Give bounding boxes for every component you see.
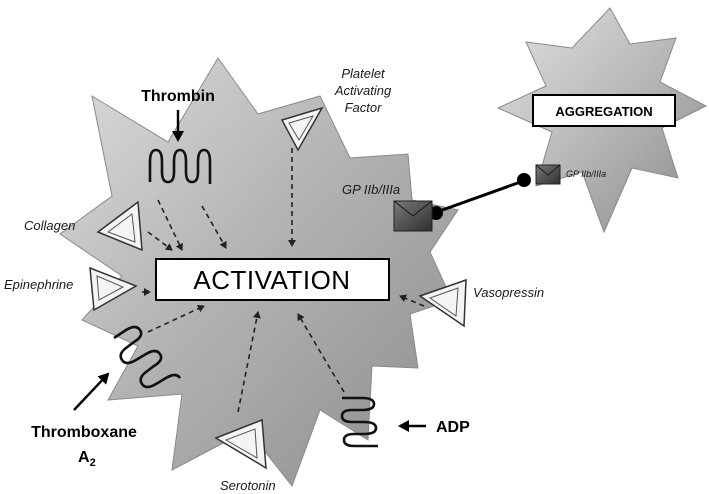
collagen-label: Collagen xyxy=(24,218,75,233)
paf-label-line2: Activating xyxy=(334,83,392,98)
gp-small-label: GP IIb/IIIa xyxy=(566,169,606,179)
vasopressin-receptor xyxy=(418,278,467,328)
vasopressin-signal-arrow xyxy=(399,294,425,307)
adp-signal-arrow xyxy=(297,313,345,393)
adp-label: ADP xyxy=(436,419,470,436)
thrombin-signal-arrow-2 xyxy=(201,205,227,249)
collagen-signal-arrow xyxy=(147,231,173,251)
paf-receptor xyxy=(280,106,324,152)
activation-label: ACTIVATION xyxy=(193,265,350,295)
collagen-receptor xyxy=(96,200,143,252)
serotonin-receptor xyxy=(214,418,267,470)
thromboxane-a-letter: A xyxy=(78,449,90,466)
paf-label-line1: Platelet xyxy=(341,66,386,81)
gp-large-label: GP IIb/IIIa xyxy=(342,182,400,197)
serotonin-label: Serotonin xyxy=(220,478,276,493)
thrombin-signal-arrow-1 xyxy=(157,199,184,251)
thromboxane-subscript: 2 xyxy=(90,457,96,469)
thrombin-receptor-coil xyxy=(148,148,212,184)
thromboxane-arrow xyxy=(73,372,110,411)
serotonin-signal-arrow xyxy=(237,311,261,413)
gp-bridge-line xyxy=(433,178,527,215)
thromboxane-receptor-coil xyxy=(113,325,182,389)
thromboxane-label: Thromboxane xyxy=(31,424,137,441)
epinephrine-label: Epinephrine xyxy=(4,277,73,292)
thromboxane-a-label: A2 xyxy=(78,449,96,469)
vasopressin-label: Vasopressin xyxy=(473,285,544,300)
paf-label-line3: Factor xyxy=(345,100,383,115)
aggregation-label: AGGREGATION xyxy=(555,104,652,119)
gp-bridge-knob-right xyxy=(517,173,531,187)
activation-box xyxy=(155,258,390,301)
thromboxane-signal-arrow xyxy=(147,304,205,333)
thrombin-label: Thrombin xyxy=(141,88,215,105)
adp-receptor-coil xyxy=(340,396,378,448)
epinephrine-receptor xyxy=(89,266,138,312)
aggregation-box xyxy=(532,94,676,127)
